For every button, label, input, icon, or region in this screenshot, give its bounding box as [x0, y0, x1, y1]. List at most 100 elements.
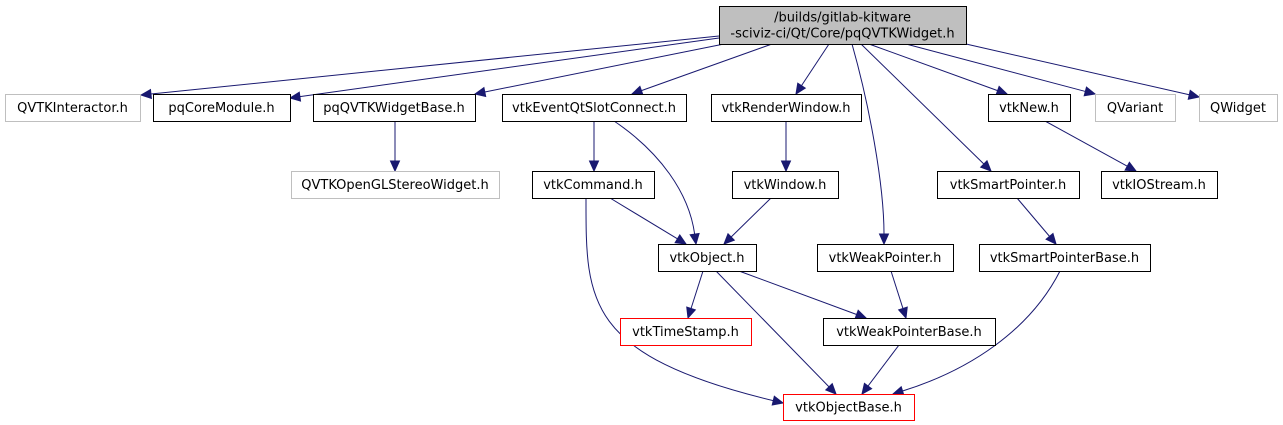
- node-vtkcommand[interactable]: vtkCommand.h: [532, 171, 655, 199]
- node-vtknew[interactable]: vtkNew.h: [988, 94, 1071, 122]
- node-vtkeventqtslotconnect[interactable]: vtkEventQtSlotConnect.h: [502, 94, 687, 122]
- node-qwidget[interactable]: QWidget: [1199, 94, 1278, 122]
- node-vtktimestamp[interactable]: vtkTimeStamp.h: [620, 318, 752, 346]
- edge-vtkrenderwindow-to-vtkwindow: [780, 121, 792, 173]
- node-qvariant[interactable]: QVariant: [1095, 94, 1176, 122]
- edge-line: [690, 270, 704, 309]
- arrowhead-icon: [979, 159, 992, 172]
- node-box: [988, 94, 1071, 122]
- node-vtkweakpointerbase[interactable]: vtkWeakPointerBase.h: [823, 318, 996, 346]
- node-label: vtkWindow.h: [744, 178, 827, 193]
- node-vtkweakpointer[interactable]: vtkWeakPointer.h: [817, 244, 954, 272]
- node-label: pqCoreModule.h: [168, 101, 274, 116]
- node-box: [532, 171, 655, 199]
- node-label: -sciviz-ci/Qt/Core/pqQVTKWidget.h: [730, 27, 954, 42]
- node-vtksmartpointer[interactable]: vtkSmartPointer.h: [937, 171, 1080, 199]
- arrowhead-icon: [780, 160, 792, 173]
- node-label: vtkEventQtSlotConnect.h: [512, 101, 676, 116]
- node-label: vtkIOStream.h: [1112, 178, 1206, 193]
- edge-line: [890, 270, 904, 309]
- edge-root-to-vtknew: [868, 43, 1009, 96]
- node-root[interactable]: /builds/gitlab-kitware-sciviz-ci/Qt/Core…: [719, 6, 967, 45]
- node-vtksmartpointerbase[interactable]: vtkSmartPointerBase.h: [979, 244, 1151, 272]
- edge-line: [1044, 120, 1128, 167]
- node-box: [5, 94, 141, 122]
- edge-line: [715, 270, 830, 388]
- arrowhead-icon: [854, 309, 868, 320]
- edge-line: [867, 344, 900, 387]
- edge-line: [150, 35, 720, 95]
- node-pqcoremodule[interactable]: pqCoreModule.h: [153, 94, 291, 122]
- node-vtkobject[interactable]: vtkObject.h: [658, 244, 757, 272]
- node-pqqvtkwidgetbase[interactable]: pqQVTKWidgetBase.h: [313, 94, 476, 122]
- node-qvtkopenglstereowidget[interactable]: QVTKOpenGLStereoWidget.h: [291, 171, 500, 199]
- node-box: [817, 244, 954, 272]
- edge-vtkeventqtslotconnect-to-vtkobject: [613, 120, 700, 246]
- node-box: [823, 318, 996, 346]
- edge-root-to-pqcoremodule: [288, 37, 720, 102]
- arrowhead-icon: [686, 306, 697, 320]
- arrowhead-icon: [630, 85, 644, 96]
- node-label: vtkTimeStamp.h: [632, 325, 739, 340]
- node-box: [719, 6, 967, 45]
- edge-line: [299, 37, 720, 98]
- node-vtkobjectbase[interactable]: vtkObjectBase.h: [783, 394, 915, 421]
- edge-root-to-qwidget: [965, 43, 1201, 100]
- node-label: vtkCommand.h: [543, 178, 643, 193]
- node-label: vtkWeakPointer.h: [829, 251, 942, 266]
- edge-line: [851, 43, 885, 235]
- node-qvtkinteractor[interactable]: QVTKInteractor.h: [5, 94, 141, 122]
- node-label: vtkSmartPointer.h: [950, 178, 1066, 193]
- arrowhead-icon: [723, 232, 736, 245]
- node-box: [291, 171, 500, 199]
- edge-vtkweakpointer-to-vtkweakpointerbase: [890, 270, 908, 320]
- edge-vtkobject-to-vtktimestamp: [686, 270, 704, 320]
- node-box: [1199, 94, 1278, 122]
- node-box: [979, 244, 1151, 272]
- node-label: pqQVTKWidgetBase.h: [323, 101, 464, 116]
- edge-vtkwindow-to-vtkobject: [723, 197, 772, 245]
- edge-root-to-vtksmartpointer: [860, 43, 992, 172]
- node-vtkrenderwindow[interactable]: vtkRenderWindow.h: [711, 94, 862, 122]
- edge-line: [609, 197, 678, 240]
- arrowhead-icon: [674, 234, 688, 245]
- node-label: vtkWeakPointerBase.h: [836, 325, 982, 340]
- arrowhead-icon: [689, 232, 700, 246]
- arrowhead-icon: [588, 160, 600, 173]
- arrowhead-icon: [897, 306, 908, 320]
- node-box: [153, 94, 291, 122]
- edge-line: [613, 120, 696, 235]
- edge-line: [585, 197, 774, 402]
- node-vtkwindow[interactable]: vtkWindow.h: [732, 171, 839, 199]
- nodes-layer: /builds/gitlab-kitware-sciviz-ci/Qt/Core…: [5, 6, 1278, 421]
- edge-vtkweakpointerbase-to-vtkobjectbase: [861, 344, 900, 395]
- node-box: [658, 244, 757, 272]
- node-box: [620, 318, 752, 346]
- arrowhead-icon: [139, 88, 152, 100]
- edge-line: [801, 43, 830, 86]
- arrowhead-icon: [1045, 232, 1057, 245]
- edge-vtkcommand-to-vtkobject: [609, 197, 688, 245]
- node-label: vtkRenderWindow.h: [721, 101, 850, 116]
- arrowhead-icon: [1124, 161, 1138, 172]
- edge-pqqvtkwidgetbase-to-qvtkopenglstereowidget: [389, 121, 401, 173]
- arrowhead-icon: [1083, 86, 1097, 97]
- edge-line: [484, 43, 725, 93]
- edge-vtknew-to-vtkiostream: [1044, 120, 1138, 172]
- arrowhead-icon: [861, 382, 873, 395]
- edge-root-to-qvtkinteractor: [139, 35, 720, 100]
- arrowhead-icon: [288, 91, 302, 102]
- edge-root-to-pqqvtkwidgetbase: [473, 43, 725, 98]
- edge-line: [730, 197, 772, 238]
- node-vtkiostream[interactable]: vtkIOStream.h: [1101, 171, 1218, 199]
- node-label: /builds/gitlab-kitware: [774, 11, 911, 26]
- node-label: vtkSmartPointerBase.h: [990, 251, 1139, 266]
- node-box: [783, 394, 915, 421]
- edge-root-to-qvariant: [905, 43, 1097, 97]
- node-label: vtkObject.h: [669, 251, 744, 266]
- arrowhead-icon: [1187, 89, 1201, 100]
- edge-line: [738, 270, 857, 315]
- edge-root-to-vtkeventqtslotconnect: [630, 43, 773, 96]
- edge-line: [965, 43, 1190, 96]
